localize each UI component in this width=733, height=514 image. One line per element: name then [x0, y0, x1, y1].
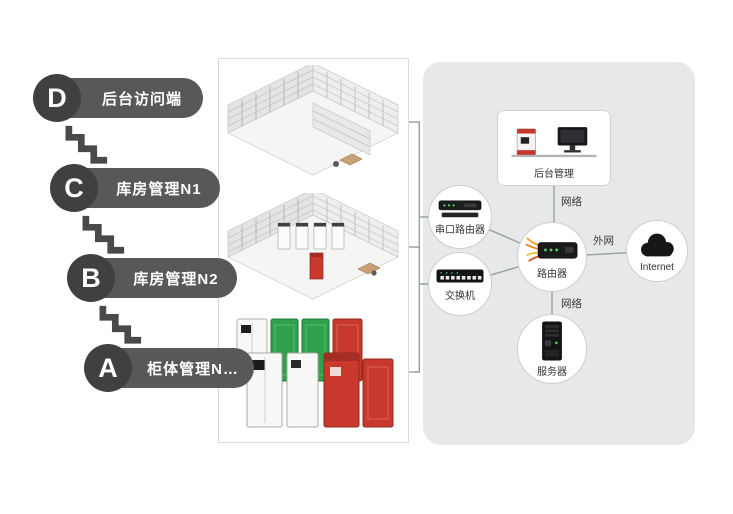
serial-router-label: 串口路由器	[435, 225, 485, 236]
switch-label: 交换机	[445, 291, 475, 302]
serial-router-node: 串口路由器	[428, 185, 492, 249]
server-node: 服务器	[517, 314, 587, 384]
facility-images-panel	[218, 58, 409, 443]
internet-label: Internet	[640, 262, 674, 273]
tier-label: 后台访问端	[101, 90, 182, 108]
serial-router-device-icon	[438, 200, 482, 218]
tier-pill-b: B 库房管理N2	[67, 254, 237, 302]
router-node: 路由器	[517, 222, 587, 292]
tier-label: 库房管理N1	[116, 180, 202, 198]
cloud-icon	[641, 233, 674, 257]
stairs-icon	[65, 125, 108, 164]
stairs-icon	[82, 215, 125, 254]
switch-node: 交换机	[428, 252, 492, 316]
edge-label-network-top: 网络	[561, 196, 582, 208]
edge-label-external-network: 外网	[593, 235, 614, 247]
edge-label-network-bottom: 网络	[561, 298, 582, 310]
stairs-icon	[99, 305, 142, 344]
tier-label: 柜体管理N…	[147, 360, 239, 378]
tier-letter-badge: D	[33, 74, 81, 122]
workstation-icon	[511, 127, 597, 158]
tier-letter-badge: A	[84, 344, 132, 392]
tier-pill-a: A 柜体管理N…	[84, 344, 254, 392]
warehouse-room-2-image	[227, 193, 399, 300]
warehouse-room-1-image	[227, 65, 399, 176]
tier-pill-d: D 后台访问端	[33, 74, 203, 122]
server-label: 服务器	[537, 367, 567, 378]
backend-management-node: 后台管理	[497, 110, 611, 186]
internet-node: Internet	[626, 220, 688, 282]
tier-pill-c: C 库房管理N1	[50, 164, 220, 212]
server-tower-icon	[542, 321, 562, 361]
tier-label: 库房管理N2	[133, 270, 219, 288]
router-label: 路由器	[537, 269, 567, 280]
tier-letter-badge: B	[67, 254, 115, 302]
tier-letter-badge: C	[50, 164, 98, 212]
router-device-icon	[525, 237, 578, 262]
cabinet-group-image	[236, 318, 394, 428]
network-switch-device-icon	[436, 269, 484, 283]
backend-management-label: 后台管理	[534, 169, 574, 180]
